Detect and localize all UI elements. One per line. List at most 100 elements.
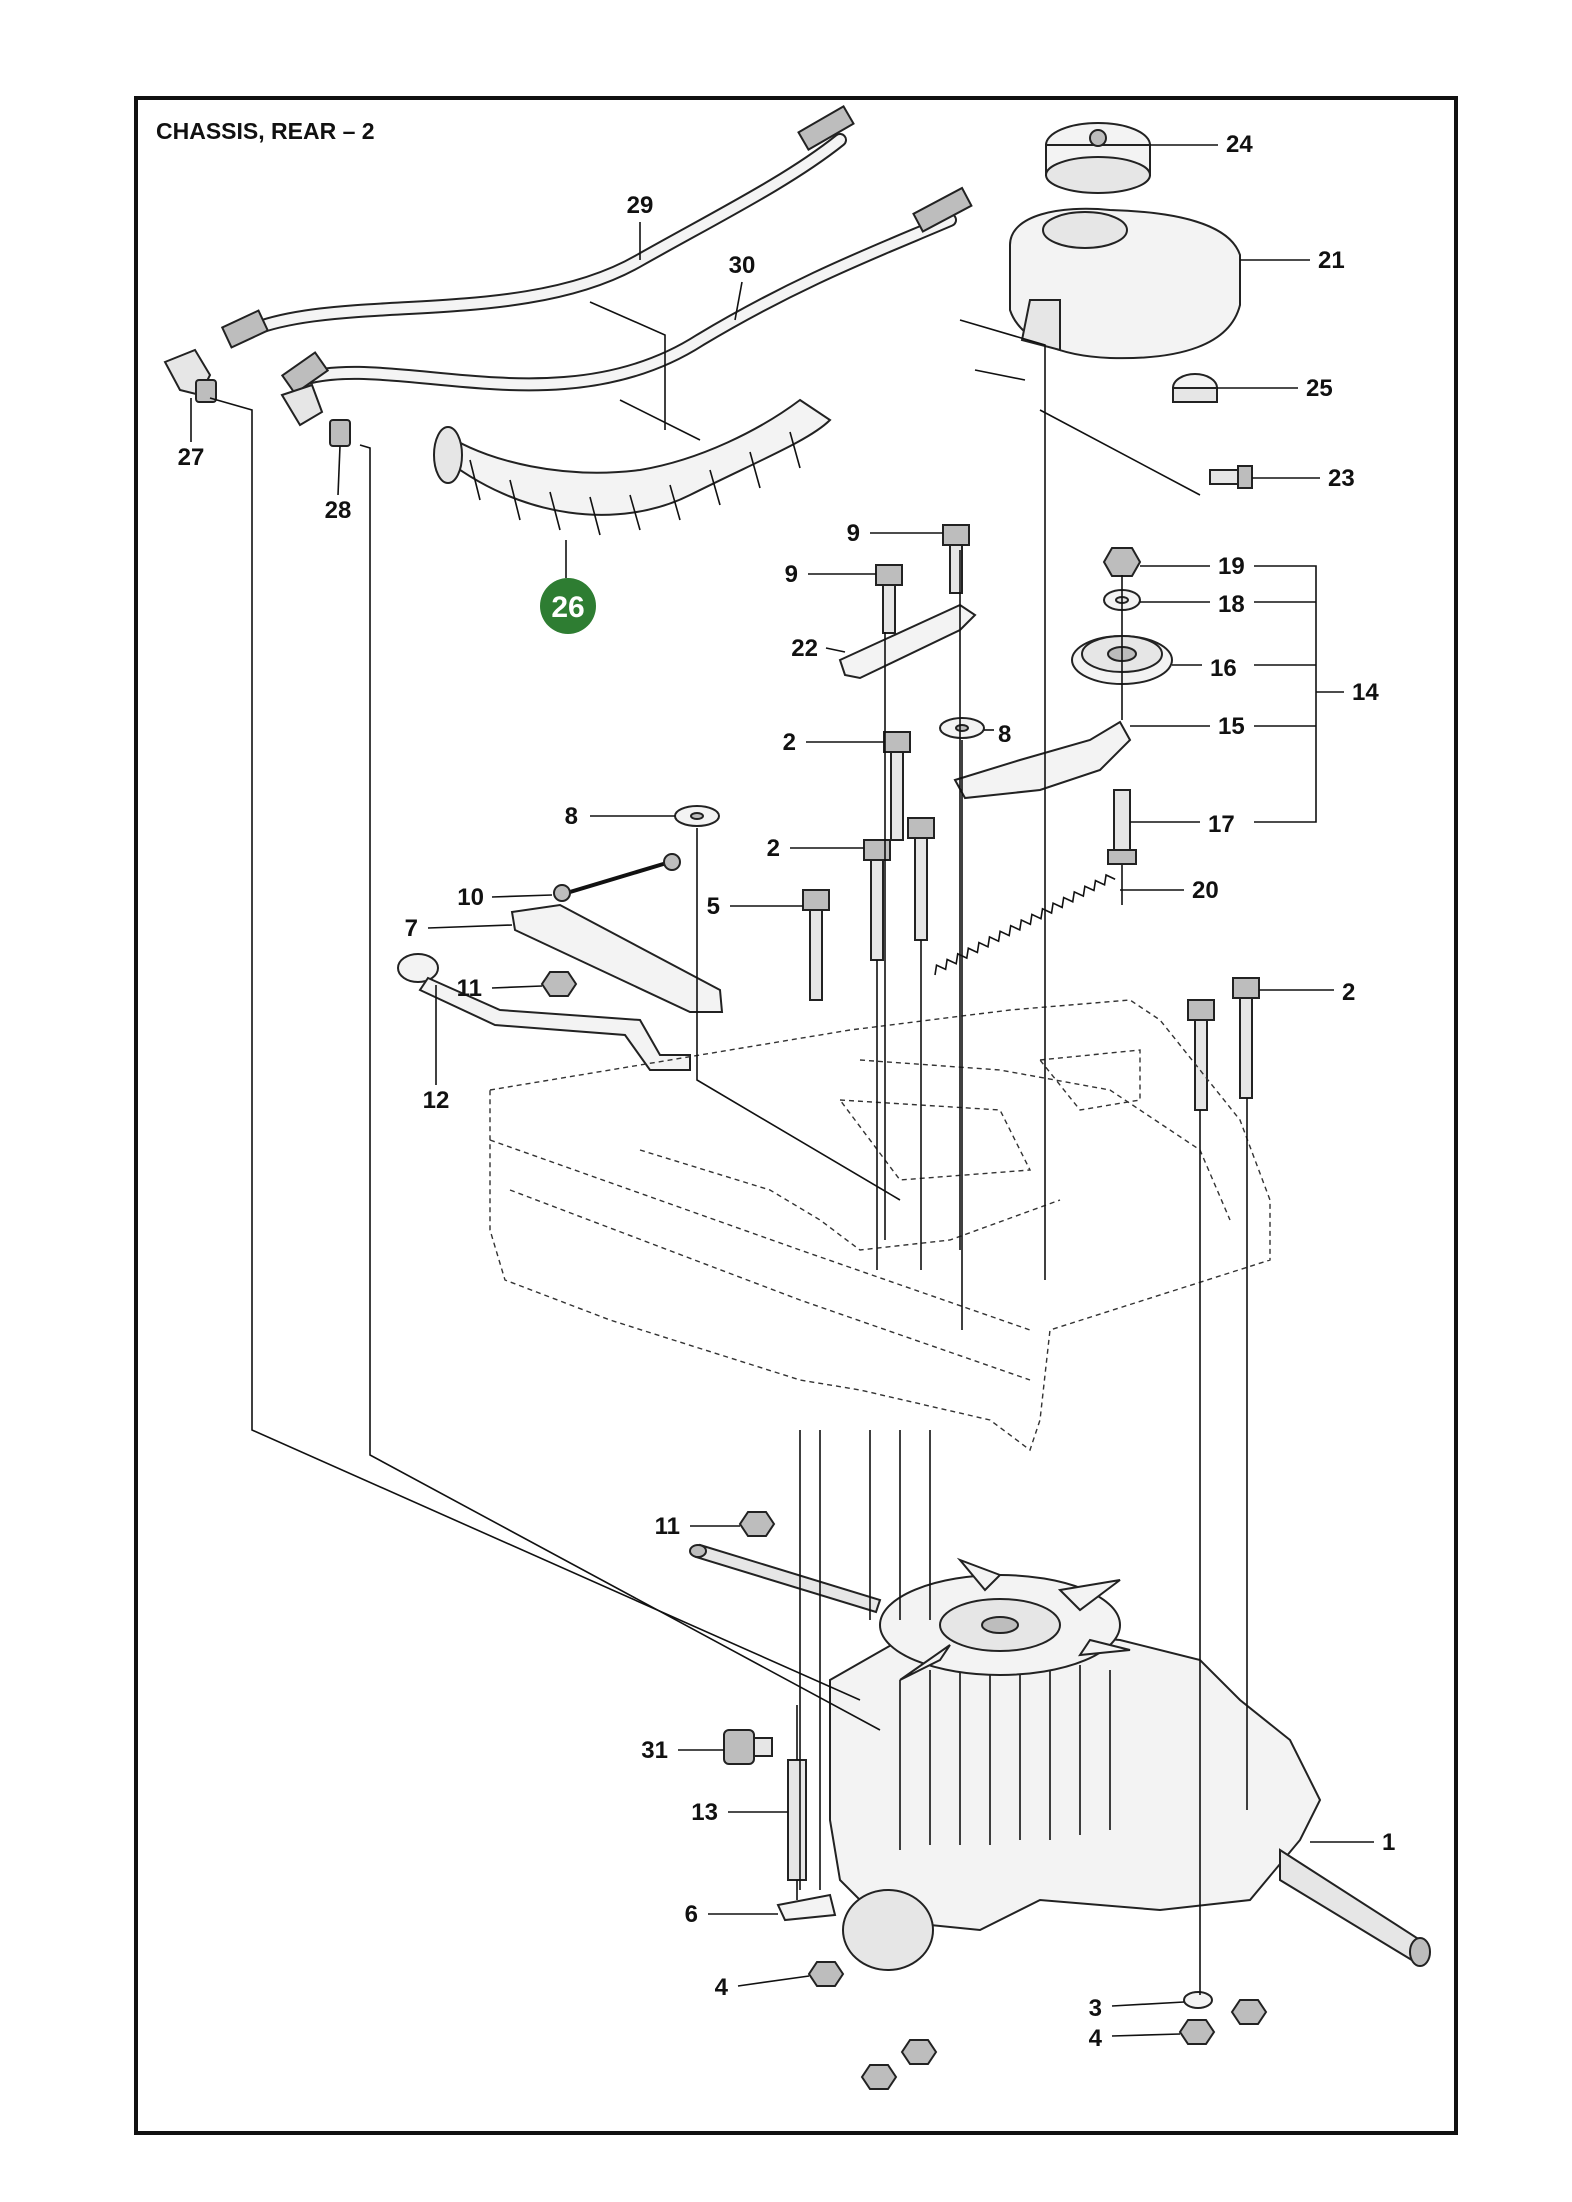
tow-handle-12 — [397, 953, 691, 1071]
callout-label: 1 — [1382, 1829, 1395, 1856]
spring-20 — [934, 873, 1116, 976]
washer-8-b — [674, 805, 720, 827]
callout-label: 6 — [685, 1901, 698, 1928]
bolt-17 — [1107, 789, 1137, 865]
reference-lines — [209, 319, 1248, 1995]
nut-11-b — [738, 1511, 776, 1537]
callout-22: 22 — [791, 635, 846, 662]
fitting-31 — [723, 1729, 773, 1765]
diagram-frame — [134, 96, 1458, 2135]
idler-arm-15 — [953, 720, 1132, 800]
callout-label: 7 — [405, 915, 418, 942]
callout-11-a: 11 — [457, 975, 543, 1002]
callout-28: 28 — [325, 445, 352, 524]
callout-label: 13 — [691, 1799, 718, 1826]
page-title: CHASSIS, REAR – 2 — [156, 118, 375, 144]
callout-30: 30 — [729, 252, 756, 321]
callout-label: 24 — [1226, 131, 1253, 158]
callout-2-c: 2 — [1259, 979, 1355, 1006]
callout-27: 27 — [178, 398, 205, 471]
hose-29 — [220, 104, 855, 349]
spring-13 — [787, 1705, 807, 1900]
callout-label: 11 — [457, 975, 482, 1002]
callout-label: 20 — [1192, 877, 1219, 904]
callout-9-a: 9 — [847, 520, 943, 547]
callout-label: 3 — [1089, 1995, 1102, 2022]
bypass-rod — [689, 1543, 882, 1614]
callout-label: 2 — [1342, 979, 1355, 1006]
callout-label: 16 — [1210, 655, 1237, 682]
callout-label: 10 — [457, 884, 484, 911]
nut-3 — [1183, 1991, 1213, 2009]
callout-label: 2 — [767, 835, 780, 862]
callout-20: 20 — [1120, 877, 1219, 904]
callout-16: 16 — [1172, 655, 1237, 682]
hose-30 — [280, 186, 973, 395]
spiral-hose-guard-26 — [433, 398, 832, 536]
callout-label: 27 — [178, 444, 205, 471]
bracket-22 — [838, 603, 977, 680]
callout-label: 9 — [847, 520, 860, 547]
bolt-5 — [802, 889, 830, 1001]
transaxle-1 — [829, 1628, 1431, 1971]
oil-reservoir-21 — [1009, 207, 1241, 360]
chassis-frame — [489, 999, 1271, 1452]
highlight-label: 26 — [551, 591, 584, 624]
hose-clamp-25 — [1172, 373, 1218, 403]
callout-label: 2 — [783, 729, 796, 756]
callout-18: 18 — [1140, 591, 1245, 618]
callout-23: 23 — [1252, 465, 1355, 492]
callout-label: 14 — [1352, 679, 1379, 706]
washer-8-a — [939, 717, 985, 739]
callout-29: 29 — [589, 192, 701, 441]
elbow-fitting-27 — [163, 348, 217, 403]
callout-label: 15 — [1218, 713, 1245, 740]
callout-label: 22 — [791, 635, 818, 662]
callout-label: 8 — [998, 721, 1011, 748]
callout-31: 31 — [641, 1737, 724, 1764]
callout-12: 12 — [423, 985, 450, 1114]
callout-4-a: 4 — [715, 1974, 810, 2001]
bolt-2-c — [1187, 977, 1260, 1111]
callout-10: 10 — [457, 884, 553, 911]
callout-8-a: 8 — [984, 721, 1011, 748]
callout-label: 29 — [627, 192, 654, 219]
callout-17: 17 — [1130, 811, 1235, 838]
bolt-9-a — [942, 524, 970, 594]
bolt-9-b — [875, 564, 903, 634]
callout-label: 25 — [1306, 375, 1333, 402]
callout-label: 31 — [641, 1737, 668, 1764]
callout-label: 18 — [1218, 591, 1245, 618]
callout-13: 13 — [691, 1799, 788, 1826]
nut-4-b — [1178, 2019, 1216, 2045]
bolt-2-a — [883, 731, 911, 841]
callout-label: 28 — [325, 497, 352, 524]
highlight-badge-26: 26 — [540, 540, 596, 634]
callout-label: 12 — [423, 1087, 450, 1114]
callout-6: 6 — [685, 1901, 778, 1928]
callout-25: 25 — [1217, 375, 1333, 402]
callout-label: 21 — [1318, 247, 1345, 274]
cooling-fan — [879, 1557, 1131, 1681]
bolt-2-b — [863, 817, 935, 961]
callout-1: 1 — [1310, 1829, 1395, 1856]
nuts-lower — [860, 1999, 1268, 2090]
callout-label: 11 — [655, 1513, 680, 1540]
callout-label: 9 — [785, 561, 798, 588]
callout-label: 19 — [1218, 553, 1245, 580]
callout-2-b: 2 — [767, 835, 864, 862]
link-plate-7 — [510, 903, 724, 1013]
callout-label: 8 — [565, 803, 578, 830]
callout-7: 7 — [405, 915, 513, 942]
callout-label: 30 — [729, 252, 756, 279]
adjusting-rod-10 — [553, 853, 681, 902]
callout-4-b: 4 — [1089, 2025, 1181, 2052]
callout-9-b: 9 — [785, 561, 876, 588]
callout-3: 3 — [1089, 1995, 1185, 2022]
callout-label: 4 — [715, 1974, 729, 2001]
callout-label: 4 — [1089, 2025, 1103, 2052]
bolt-23 — [1209, 465, 1253, 489]
nut-19 — [1102, 547, 1142, 577]
callout-24: 24 — [1150, 131, 1253, 158]
